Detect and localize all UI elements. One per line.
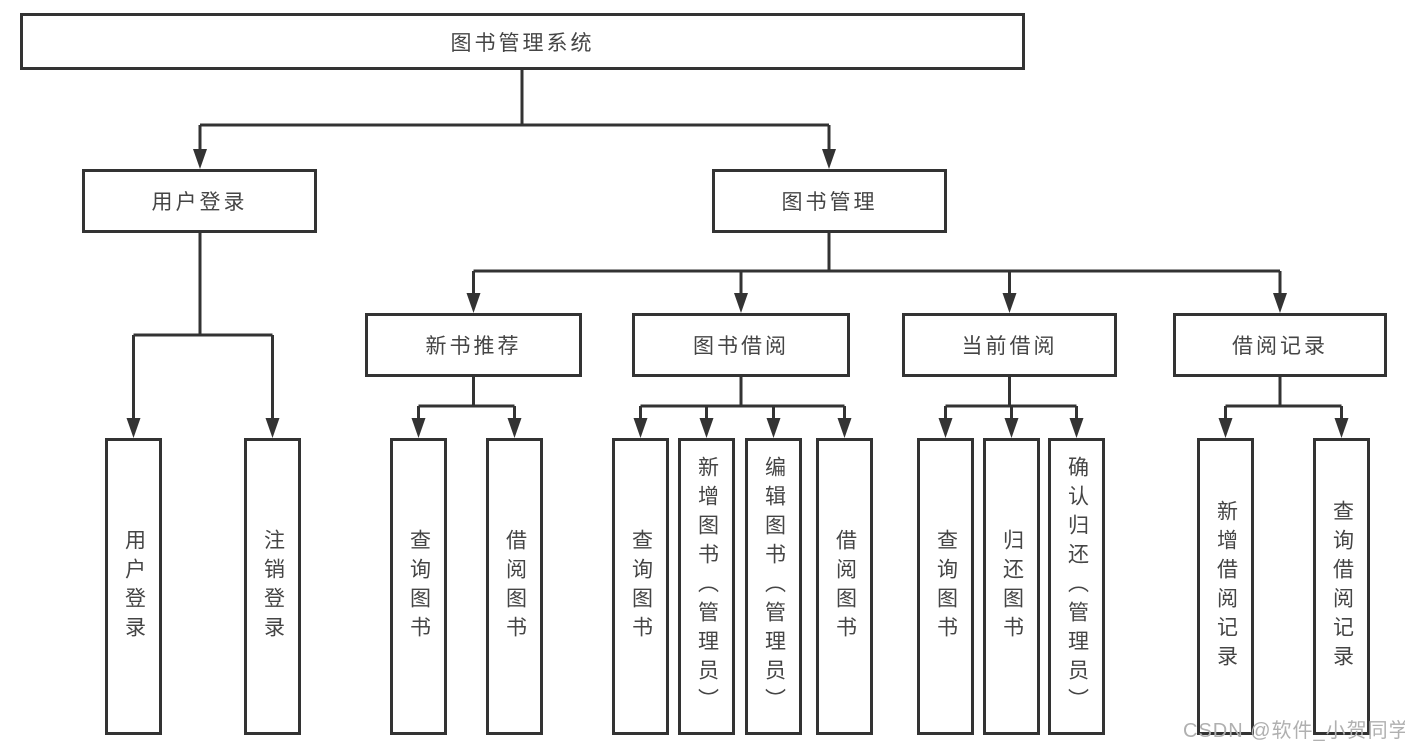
leaf-current-return-books: 归还图书: [983, 438, 1040, 735]
leaf-record-add: 新增借阅记录: [1197, 438, 1254, 735]
node-new-book-rec: 新书推荐: [365, 313, 582, 377]
leaf-rec-borrow-books: 借阅图书: [486, 438, 543, 735]
leaf-current-query-books: 查询图书: [917, 438, 974, 735]
node-user-login: 用户登录: [82, 169, 317, 233]
leaf-record-query: 查询借阅记录: [1313, 438, 1370, 735]
leaf-borrow-borrow-books: 借阅图书: [816, 438, 873, 735]
node-root: 图书管理系统: [20, 13, 1025, 70]
connector-strokes: [132, 70, 1343, 418]
leaf-borrow-add-book-admin: 新增图书（管理员）: [678, 438, 735, 735]
leaf-current-confirm-return-admin: 确认归还（管理员）: [1048, 438, 1105, 735]
leaf-borrow-edit-book-admin: 编辑图书（管理员）: [745, 438, 802, 735]
node-current-borrow: 当前借阅: [902, 313, 1117, 377]
leaf-rec-query-books: 查询图书: [390, 438, 447, 735]
node-book-borrow: 图书借阅: [632, 313, 850, 377]
watermark-text: CSDN @软件_小贺同学: [1183, 720, 1405, 742]
leaf-borrow-query-books: 查询图书: [612, 438, 669, 735]
node-book-mgmt: 图书管理: [712, 169, 947, 233]
leaf-logout: 注销登录: [244, 438, 301, 735]
arrowhead-icons: [126, 149, 1349, 438]
leaf-user-login: 用户登录: [105, 438, 162, 735]
node-borrow-record: 借阅记录: [1173, 313, 1387, 377]
